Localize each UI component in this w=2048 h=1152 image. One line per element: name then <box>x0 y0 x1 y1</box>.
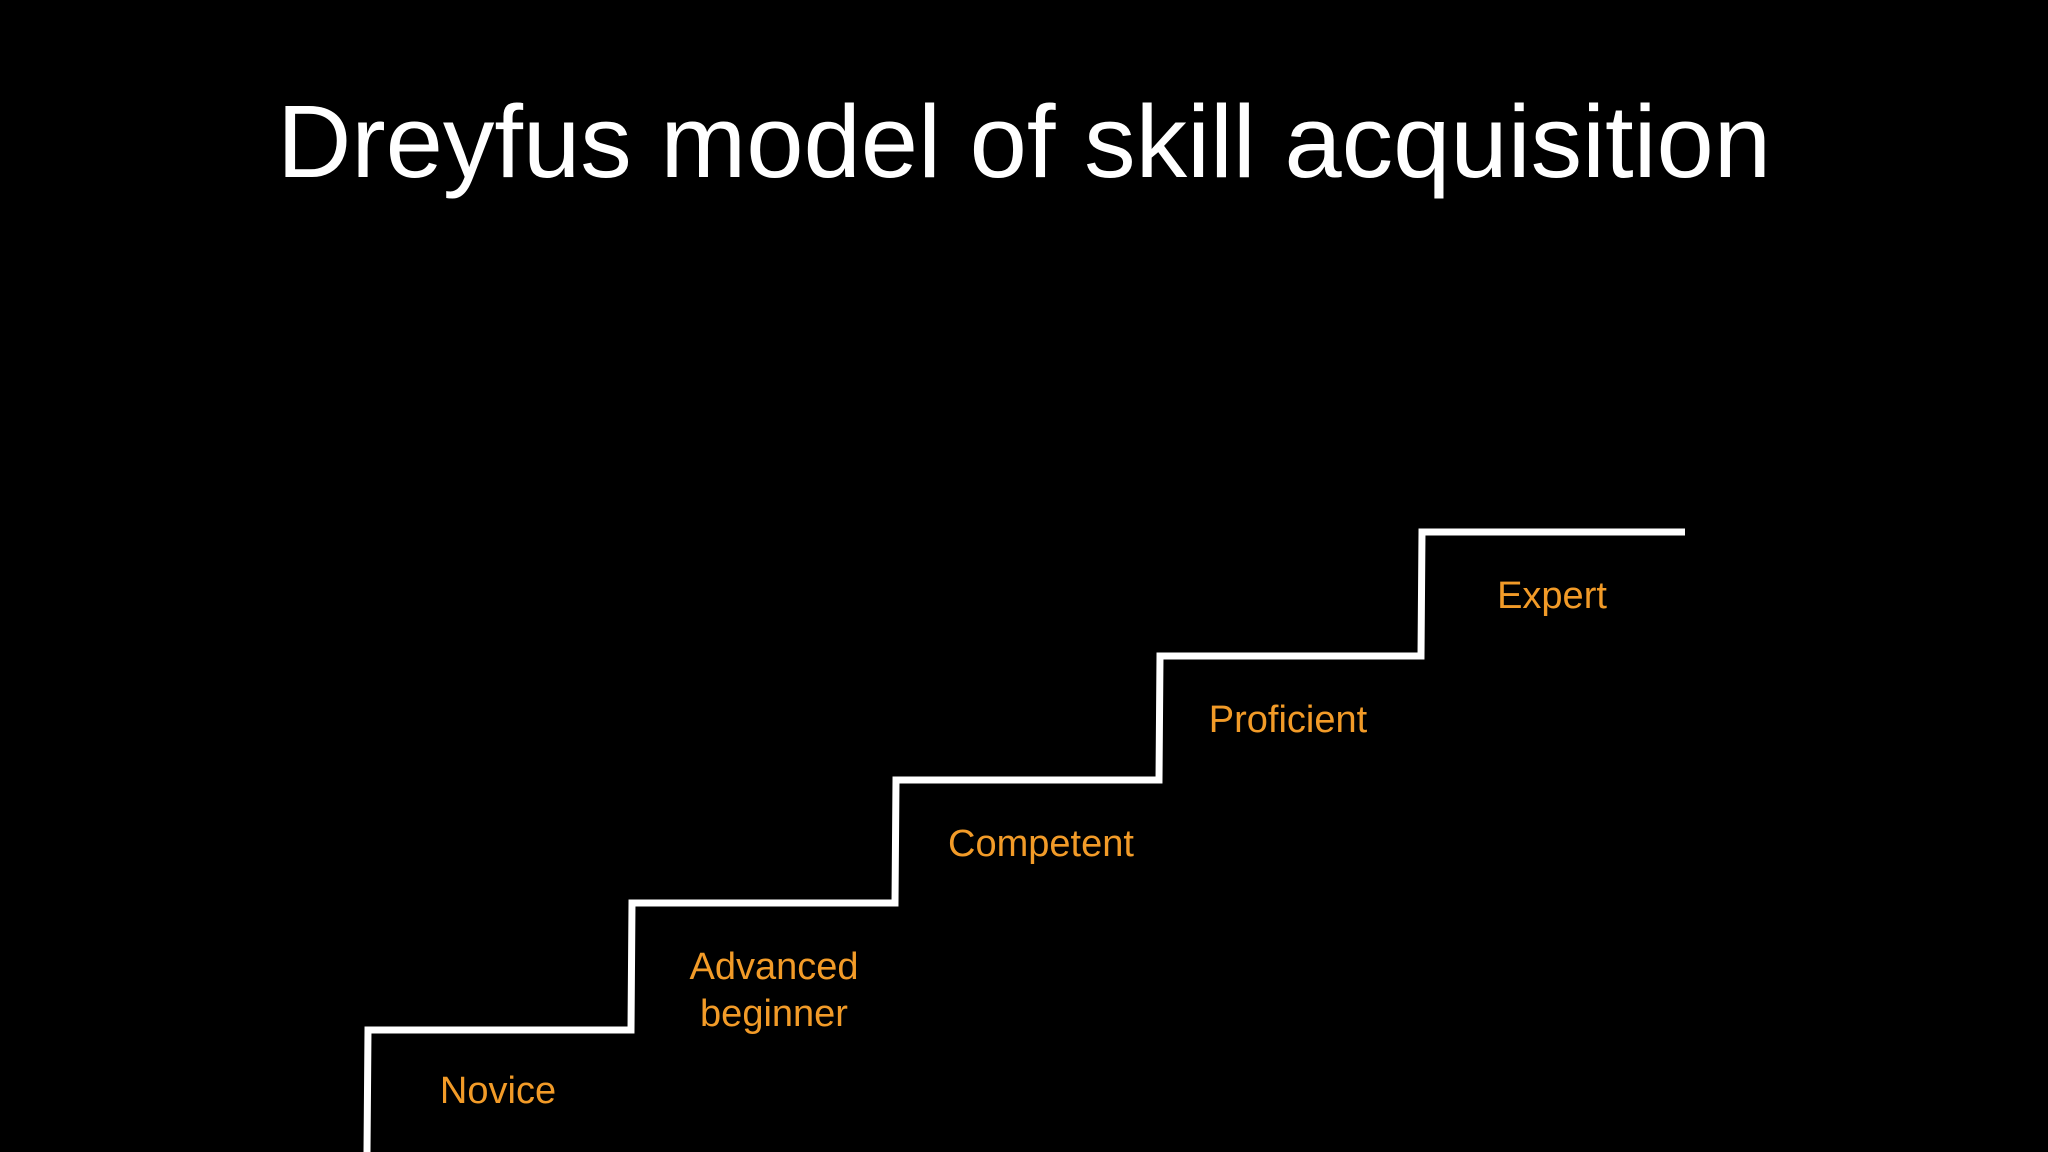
stage-label-text: Proficient <box>1208 699 1368 741</box>
stage-label-expert: Expert <box>1432 573 1672 620</box>
stage-label-text-line2: beginner <box>700 993 848 1035</box>
stage-label-text: Expert <box>1497 575 1607 617</box>
stage-label-advanced-beginner: Advanced beginner <box>654 944 894 1038</box>
stage-label-text: Novice <box>439 1070 557 1112</box>
staircase-outline <box>363 528 1685 1152</box>
stage-label-proficient: Proficient <box>1168 697 1408 744</box>
stage-label-text: Competent <box>948 823 1134 865</box>
stage-label-competent: Competent <box>921 821 1161 868</box>
stage-label-novice: Novice <box>398 1068 598 1115</box>
slide-title: Dreyfus model of skill acquisition <box>276 84 1772 199</box>
stage-label-text: Advanced <box>689 946 859 988</box>
